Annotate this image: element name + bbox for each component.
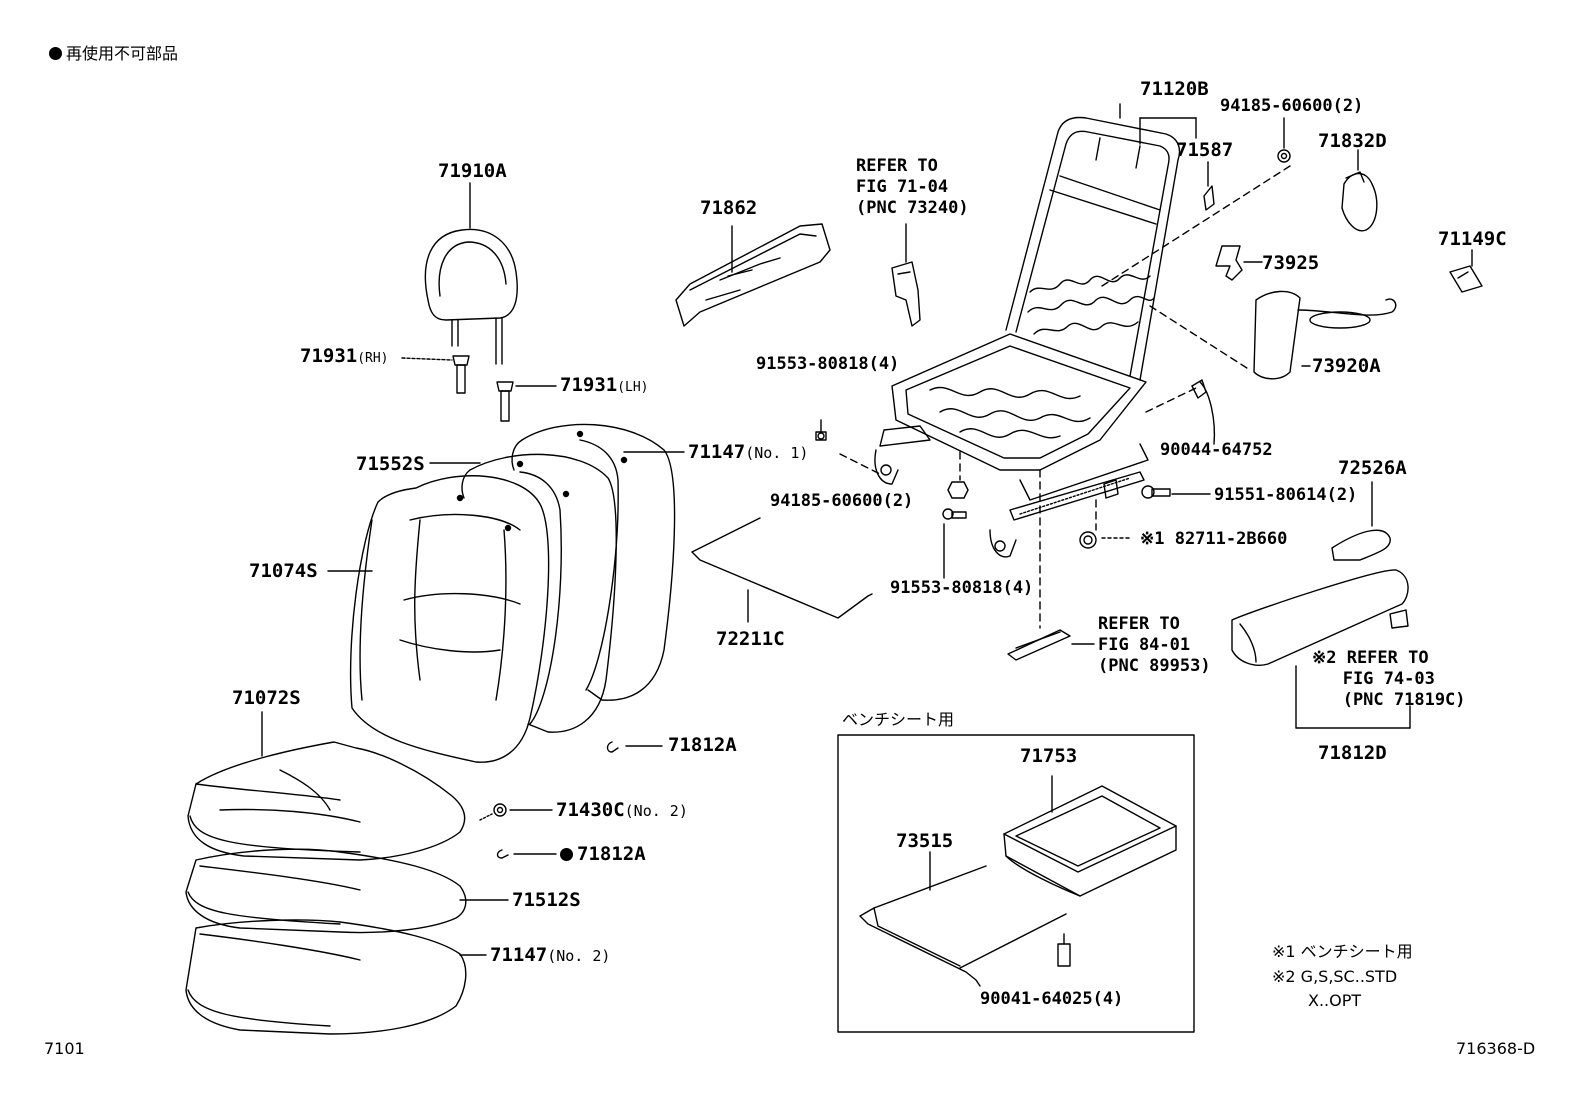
part-90044: 90044-64752: [1160, 440, 1273, 460]
part-71910A: 71910A: [438, 160, 507, 182]
non-reusable-dot-icon: [49, 47, 62, 60]
note-2: ※2 G,S,SC..STD: [1272, 967, 1398, 986]
part-73920A: 73920A: [1312, 355, 1381, 377]
part-71587: 71587: [1176, 139, 1234, 161]
rail-drawing: [1007, 629, 1095, 661]
part-71147-no1: 71147(No. 1): [688, 443, 808, 462]
part-71430C: 71430C(No. 2): [556, 801, 688, 820]
armrest-drawing: [1231, 481, 1411, 729]
part-94185-b: 94185-60600(2): [1220, 96, 1364, 116]
non-reusable-dot-icon: [560, 848, 573, 861]
part-72211C: 72211C: [716, 628, 785, 650]
part-71753: 71753: [1020, 745, 1078, 767]
part-82711: ※1 82711-2B660: [1140, 529, 1288, 549]
part-suffix: (LH): [617, 380, 649, 395]
right-parts-drawing: [1203, 149, 1483, 380]
part-94185-a: 94185-60600(2): [770, 491, 914, 511]
footer-right-code: 716368-D: [1456, 1039, 1536, 1058]
part-91553-b: 91553-80818(4): [890, 578, 1034, 598]
refer-fig-74-03: ※2 REFER TO FIG 74-03 (PNC 71819C): [1312, 648, 1466, 710]
note-1: ※1 ベンチシート用: [1272, 942, 1413, 961]
seatback-layers-drawing: [327, 423, 685, 763]
part-71149C: 71149C: [1438, 228, 1507, 250]
legend-text: 再使用不可部品: [66, 44, 179, 63]
part-number: 71931: [560, 374, 618, 396]
part-71120B: 71120B: [1140, 78, 1209, 100]
part-73515: 73515: [896, 830, 954, 852]
part-71812A-nonreusable: 71812A: [560, 845, 646, 864]
refer-fig-84-01: REFER TO FIG 84-01 (PNC 89953): [1098, 614, 1211, 676]
part-71931-rh: 71931(RH): [300, 347, 389, 366]
side-cover-drawing: [675, 223, 831, 327]
dashed-leaders: [839, 165, 1291, 629]
bench-box-title: ベンチシート用: [842, 710, 955, 729]
cushion-layers-drawing: [185, 711, 509, 1035]
note-2-line2: X..OPT: [1308, 991, 1362, 1010]
buckle-drawing: [891, 223, 921, 327]
part-91553-a: 91553-80818(4): [756, 354, 900, 374]
refer-fig-71-04: REFER TO FIG 71-04 (PNC 73240): [856, 156, 969, 218]
legend: 再使用不可部品: [49, 46, 178, 62]
part-71832D: 71832D: [1318, 130, 1387, 152]
part-number: 71147: [490, 944, 548, 966]
headrest-drawing: [424, 182, 518, 365]
part-71862: 71862: [700, 197, 758, 219]
part-suffix: (No. 2): [547, 947, 611, 965]
part-suffix: (No. 2): [624, 802, 688, 820]
part-71812A: 71812A: [668, 734, 737, 756]
part-71512S: 71512S: [512, 889, 581, 911]
fasteners-drawing: [815, 117, 1291, 579]
part-72526A: 72526A: [1338, 457, 1407, 479]
part-71552S: 71552S: [356, 453, 425, 475]
small-parts-drawing: [479, 741, 663, 859]
footer-left-code: 7101: [44, 1039, 85, 1058]
part-71147-no2: 71147(No. 2): [490, 946, 610, 965]
part-90041: 90041-64025(4): [980, 989, 1124, 1009]
part-number: 71147: [688, 441, 746, 463]
part-number: 71430C: [556, 799, 625, 821]
part-71931-lh: 71931(LH): [560, 376, 649, 395]
bench-parts-drawing: [859, 775, 1177, 987]
part-71074S: 71074S: [249, 560, 318, 582]
part-91551: 91551-80614(2): [1214, 485, 1358, 505]
part-number: 71812A: [577, 843, 646, 865]
part-71812D: 71812D: [1318, 742, 1387, 764]
rod-drawing: [691, 517, 873, 623]
seat-frame-drawing: [874, 103, 1197, 558]
part-number: 71931: [300, 345, 358, 367]
headrest-guide-drawing: [401, 355, 557, 422]
part-suffix: (RH): [357, 351, 389, 366]
part-73925: 73925: [1262, 252, 1320, 274]
part-suffix: (No. 1): [745, 444, 809, 462]
part-71072S: 71072S: [232, 687, 301, 709]
bench-box-border: [837, 734, 1195, 1033]
